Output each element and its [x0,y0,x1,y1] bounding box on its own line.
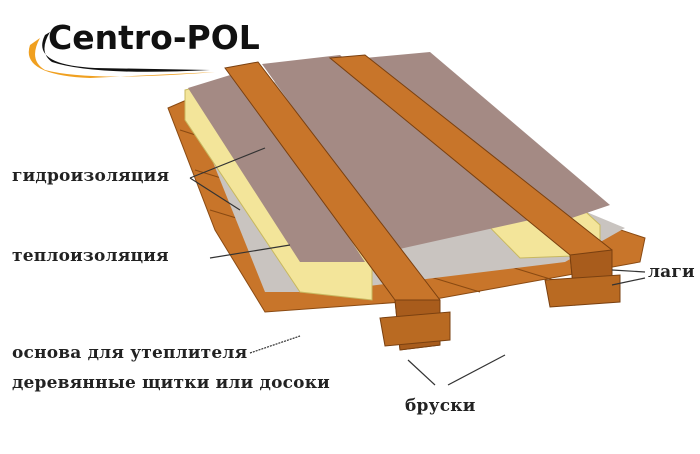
waterproof-membrane-mid [262,55,530,250]
label-base-line1: основа для утеплителя [12,343,248,363]
label-waterproofing: гидроизоляция [12,166,170,186]
bar-under-right [544,274,621,308]
waterproof-membrane-right [365,52,610,222]
label-joists: лаги [648,262,695,282]
logo: Centro-POL [48,18,260,57]
leader-lines [189,147,646,386]
label-bars: бруски [405,396,476,416]
label-base-line2: деревянные щитки или досоки [12,373,330,393]
waterproof-membrane-left [188,72,365,262]
label-insulation: теплоизоляция [12,246,169,266]
bar-under-left [379,311,451,347]
